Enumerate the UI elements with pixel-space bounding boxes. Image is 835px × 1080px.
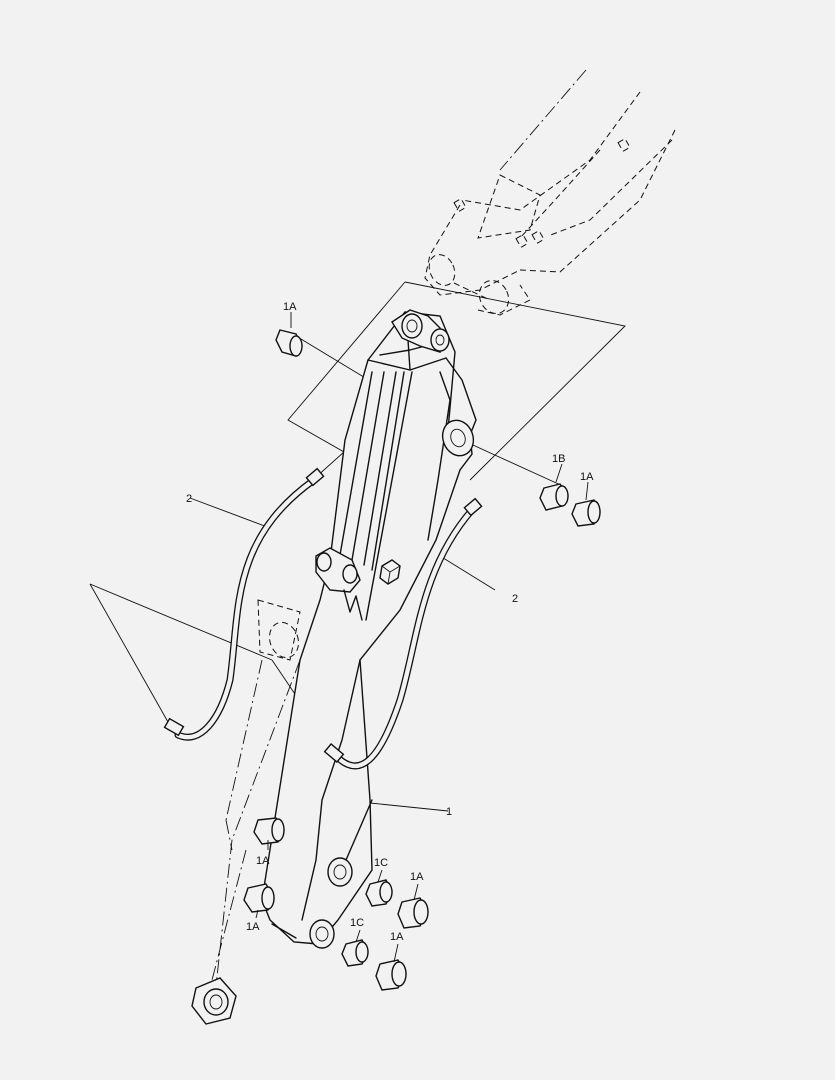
bushing-1a-top [275, 329, 303, 357]
callout-leaders [255, 312, 589, 963]
bushing-1b [539, 483, 569, 511]
label-1a-low: 1A [246, 921, 260, 933]
label-1a-right: 1A [580, 471, 594, 483]
bushing-1a-low [243, 883, 275, 913]
bushing-1a-right [571, 499, 601, 527]
label-1b: 1B [552, 453, 565, 465]
bushing-1a-upper-right [397, 897, 429, 929]
label-1c-lower: 1C [350, 917, 364, 929]
ghost-upper-boom [424, 69, 676, 316]
leader-lines [89, 281, 626, 812]
bushing-1a-mid [253, 817, 285, 845]
label-1a-lower-right: 1A [390, 931, 404, 943]
label-1a-mid: 1A [256, 855, 270, 867]
label-1: 1 [446, 806, 452, 818]
ghost-rod-eye [191, 977, 237, 1025]
bushing-1a-lower-right [375, 959, 407, 991]
bushing-1c-upper [365, 879, 393, 907]
arm-assembly [261, 309, 477, 949]
label-1c-upper: 1C [374, 857, 388, 869]
callout-labels: 1A 1B 1A 2 2 1 1A 1C 1A 1A 1C 1A [186, 301, 594, 943]
label-1a-top: 1A [283, 301, 297, 313]
hose-left [163, 467, 325, 741]
label-1a-upper-right: 1A [410, 871, 424, 883]
ghost-lift-cylinder [211, 599, 301, 987]
label-2-right: 2 [512, 593, 518, 605]
hose-right [323, 497, 483, 770]
label-2-left: 2 [186, 493, 192, 505]
bushing-1c-lower [341, 939, 369, 967]
